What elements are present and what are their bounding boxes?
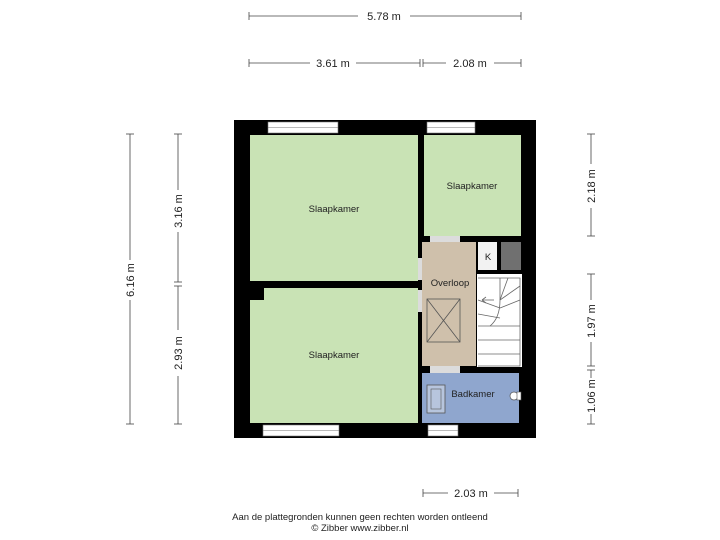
dim-left-lower: 2.93 m <box>173 336 185 370</box>
dim-right-middle: 1.97 m <box>586 304 598 338</box>
copyright-text: © Zibber www.zibber.nl <box>311 523 409 534</box>
interior-doors <box>418 236 460 373</box>
dim-right-upper: 2.18 m <box>586 169 598 203</box>
dim-top-left: 3.61 m <box>316 58 350 70</box>
dim-left-total: 6.16 m <box>125 263 137 297</box>
label-bedroom-top-right: Slaapkamer <box>447 181 498 192</box>
staircase <box>477 277 521 367</box>
stairwell <box>477 274 522 367</box>
dim-top-right: 2.08 m <box>453 58 487 70</box>
label-bedroom-top-left: Slaapkamer <box>309 204 360 215</box>
room-bedroom-bottom-left <box>250 288 418 423</box>
room-bedroom-top-right <box>424 135 521 236</box>
room-bedroom-top-left <box>250 135 418 281</box>
dim-left-upper: 3.16 m <box>173 194 185 228</box>
disclaimer-text: Aan de plattegronden kunnen geen rechten… <box>232 512 488 523</box>
room-closet <box>478 242 497 270</box>
label-closet: K <box>485 252 492 263</box>
label-bathroom: Badkamer <box>451 389 494 400</box>
dim-bottom: 2.03 m <box>454 488 488 500</box>
storage-block <box>501 242 521 270</box>
dimension-lines <box>126 12 595 497</box>
label-landing: Overloop <box>431 278 470 289</box>
windows <box>262 121 476 437</box>
dim-top-total: 5.78 m <box>367 11 401 23</box>
bathroom-fixtures <box>426 384 522 414</box>
label-bedroom-bottom-left: Slaapkamer <box>309 350 360 361</box>
room-landing <box>422 242 476 366</box>
dim-right-lower: 1.06 m <box>586 379 598 413</box>
landing-skylight <box>426 298 461 343</box>
chimney-notch <box>250 284 264 300</box>
